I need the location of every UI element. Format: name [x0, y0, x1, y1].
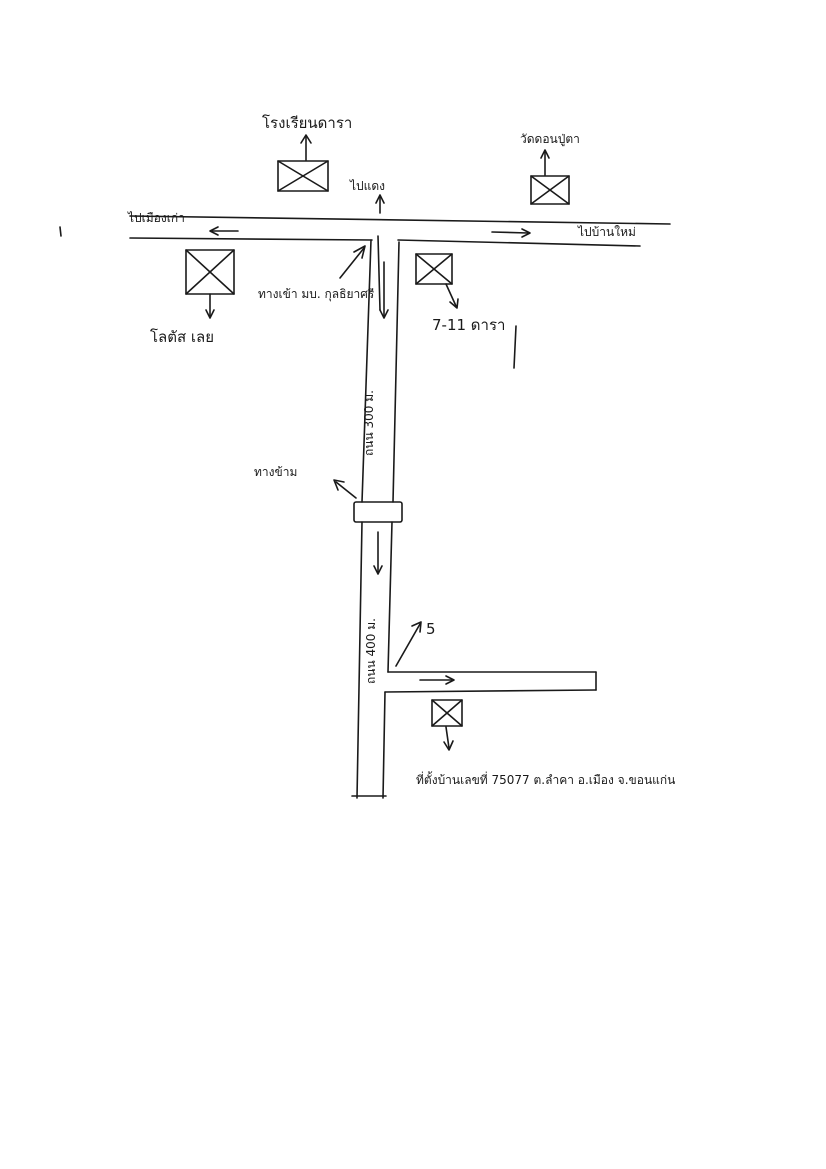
branch-road [384, 671, 597, 693]
landmark-5-arrow [395, 621, 422, 667]
bridge-arrow [333, 479, 357, 499]
gas-station-box [185, 249, 235, 295]
north-arrow [375, 194, 385, 214]
to-right-label: ไปบ้านใหม่ [577, 225, 636, 239]
destination-label: ที่ตั้งบ้านเลขที่ 75077 ต.ลำคา อ.เมือง จ… [416, 771, 675, 787]
junction-arrow [339, 245, 366, 279]
school-arrow [300, 134, 312, 161]
left-arrow [209, 226, 239, 236]
destination-arrow [443, 726, 454, 751]
side-road-upper [361, 235, 400, 503]
temple-box [530, 175, 570, 205]
road-bottom-label: ถนน 400 ม. [364, 618, 378, 684]
bridge-box [353, 501, 403, 523]
seven-eleven-box [415, 253, 453, 285]
north-label: ไปแดง [349, 179, 385, 193]
junction-label: ทางเข้า มบ. กุลธิยาศรี [258, 287, 375, 302]
seven-eleven-tail [513, 325, 517, 369]
destination-box [431, 699, 463, 727]
school-label: โรงเรียนดารา [262, 114, 352, 132]
gas-station-arrow [205, 293, 215, 319]
road-top-label: ถนน 300 ม. [362, 390, 376, 456]
seven-eleven-label: 7-11 ดารา [432, 316, 505, 334]
lower-road-arrow [373, 531, 383, 575]
temple-label: วัดดอนปู่ตา [520, 132, 580, 147]
bridge-label: ทางข้าม [254, 465, 297, 479]
gas-station-label: โลตัส เลย [150, 328, 214, 346]
main-road [59, 215, 671, 247]
to-left-label: ไปเมืองเก่า [127, 211, 185, 225]
school-box [277, 160, 329, 192]
right-arrow [491, 228, 531, 238]
temple-arrow [540, 149, 550, 176]
landmark-5-label: 5 [426, 620, 436, 638]
upper-road-arrow [379, 261, 389, 319]
side-road-lower [351, 521, 393, 799]
seven-eleven-arrow [445, 283, 459, 309]
branch-arrow [419, 675, 455, 685]
